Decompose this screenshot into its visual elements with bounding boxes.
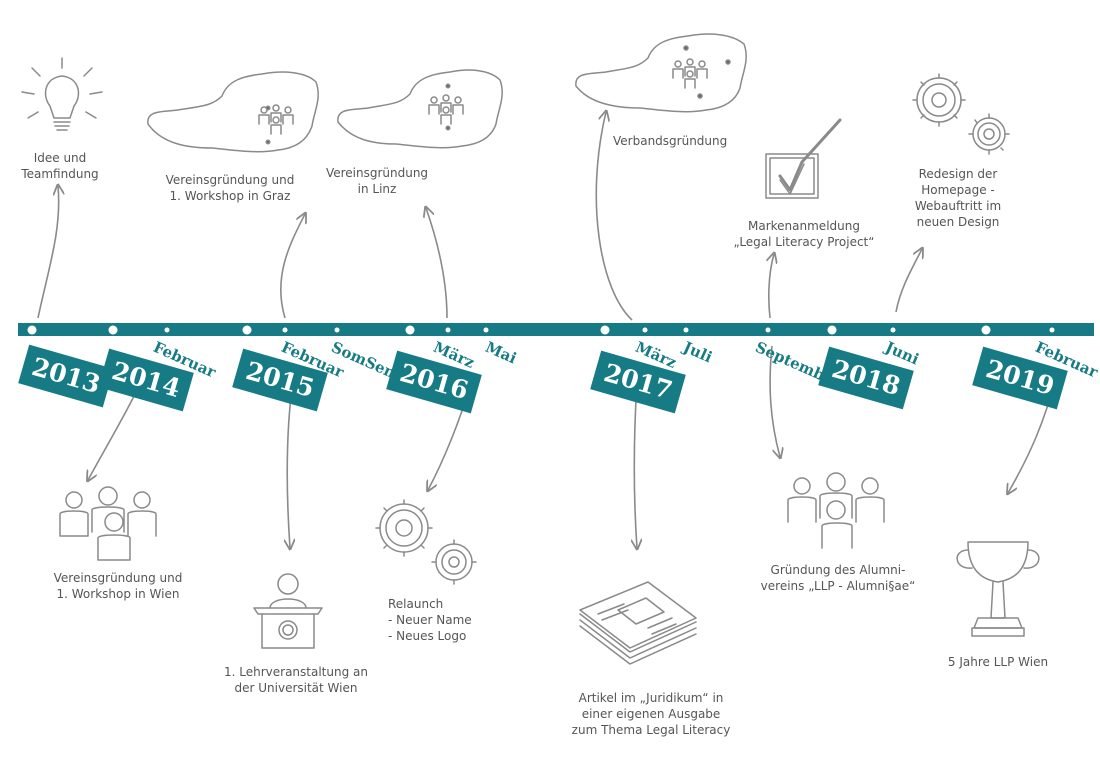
timeline-dot	[600, 325, 610, 335]
lectern-icon	[253, 573, 323, 649]
event-label: Relaunch - Neuer Name - Neues Logo	[388, 597, 472, 643]
timeline-bar	[18, 323, 1094, 336]
arrow-up	[37, 186, 59, 319]
arrow-down	[287, 379, 293, 548]
trophy-icon	[956, 541, 1040, 637]
event-label: Vereinsgründung in Linz	[325, 166, 429, 196]
austria-map-icon	[575, 33, 747, 113]
timeline-dot-small	[765, 327, 771, 333]
lightbulb-icon	[21, 57, 103, 131]
timeline-dot-small	[334, 327, 340, 333]
people-group-icon	[787, 472, 885, 549]
people-group-icon	[59, 486, 157, 561]
timeline-dot	[242, 325, 252, 335]
checkbox-icon	[765, 118, 842, 199]
timeline-dot	[108, 325, 118, 335]
event-label: Idee und Teamfindung	[21, 151, 99, 181]
event-label: Verbandsgründung	[613, 134, 728, 148]
arrow-up	[769, 254, 774, 319]
gears-icon	[912, 73, 1010, 155]
arrow-up	[595, 112, 633, 321]
austria-map-icon	[147, 71, 319, 153]
timeline-dot-small	[164, 327, 170, 333]
event-label: 5 Jahre LLP Wien	[947, 655, 1049, 669]
arrow-up	[426, 208, 448, 319]
gears-icon	[375, 499, 477, 585]
timeline-dot-small	[642, 327, 648, 333]
event-label: Redesign der Homepage - Webauftritt im n…	[914, 167, 1002, 229]
timeline-dot-small	[890, 327, 896, 333]
timeline-dot-small	[483, 327, 489, 333]
event-label: Gründung des Alumni- vereins „LLP - Alum…	[760, 563, 916, 593]
austria-map-icon	[337, 69, 503, 149]
event-label: 1. Lehrveranstaltung an der Universität …	[224, 665, 368, 695]
arrow-up	[280, 214, 305, 319]
timeline-dot-small	[1049, 327, 1055, 333]
timeline-dot-small	[282, 327, 288, 333]
timeline-dot	[27, 325, 37, 335]
event-label: Vereinsgründung und 1. Workshop in Graz	[165, 173, 295, 203]
timeline-dot	[981, 325, 991, 335]
arrow-up	[895, 249, 922, 313]
timeline-dot	[827, 325, 837, 335]
timeline-dot	[405, 325, 415, 335]
arrow-down	[769, 345, 780, 457]
arrow-down	[634, 381, 637, 548]
timeline-dot-small	[445, 327, 451, 333]
timeline-dot-small	[683, 327, 689, 333]
newspaper-icon	[579, 581, 697, 665]
event-label: Artikel im „Juridikum“ in einer eigenen …	[571, 691, 731, 737]
timeline-dots	[27, 325, 1055, 335]
event-label: Markenanmeldung „Legal Literacy Project“	[733, 219, 875, 249]
event-label: Vereinsgründung und 1. Workshop in Wien	[53, 571, 183, 601]
